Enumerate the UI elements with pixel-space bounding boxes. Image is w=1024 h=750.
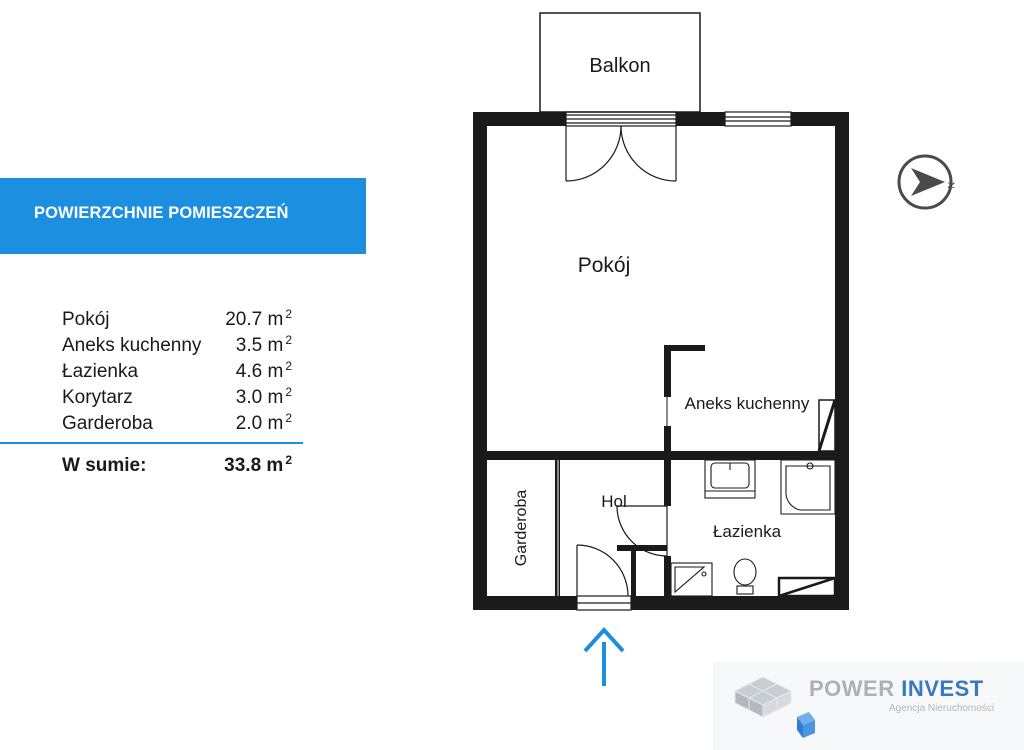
header-band: POWIERZCHNIE POMIESZCZEŃ	[0, 178, 366, 254]
logo-name: POWER INVEST	[809, 676, 984, 701]
room-label-wardrobe: Garderoba	[513, 490, 530, 567]
header-title: POWIERZCHNIE POMIESZCZEŃ	[34, 204, 289, 222]
room-label-room: Pokój	[578, 254, 631, 277]
unit-exponent: 2	[285, 453, 292, 467]
outer-walls	[473, 112, 849, 610]
unit-exponent: 2	[285, 307, 292, 321]
unit-exponent: 2	[285, 385, 292, 399]
room-label-bathroom: Łazienka	[713, 522, 782, 541]
window	[724, 111, 792, 127]
interior-walls	[487, 345, 835, 596]
bathroom-door	[616, 505, 668, 557]
area-name: Aneks kuchenny	[62, 335, 202, 356]
logo: POWER INVEST Agencja Nieruchomości	[713, 662, 1024, 750]
unit-exponent: 2	[285, 333, 292, 347]
entrance-door	[576, 544, 632, 611]
area-name: Garderoba	[62, 413, 153, 434]
logo-cubes-icon	[733, 676, 815, 738]
bathroom-fixtures	[670, 459, 837, 598]
room-label-balcony: Balkon	[589, 55, 650, 77]
room-label-hall: Hol	[601, 492, 627, 511]
entrance-arrow-icon	[583, 627, 625, 686]
unit-exponent: 2	[285, 359, 292, 373]
room-label-kitchenette: Aneks kuchenny	[685, 394, 810, 413]
total-label: W sumie:	[62, 455, 147, 476]
divider	[0, 442, 303, 444]
logo-subtitle: Agencja Nieruchomości	[889, 703, 995, 714]
balcony-outline	[539, 12, 701, 113]
balcony-door	[565, 111, 677, 182]
kitchen-cabinet	[817, 399, 837, 452]
unit-exponent: 2	[285, 411, 292, 425]
area-name: Łazienka	[62, 361, 139, 382]
compass-letter: N	[946, 182, 956, 189]
area-name: Korytarz	[62, 387, 133, 408]
compass-icon: N	[897, 154, 956, 210]
area-name: Pokój	[62, 309, 110, 330]
